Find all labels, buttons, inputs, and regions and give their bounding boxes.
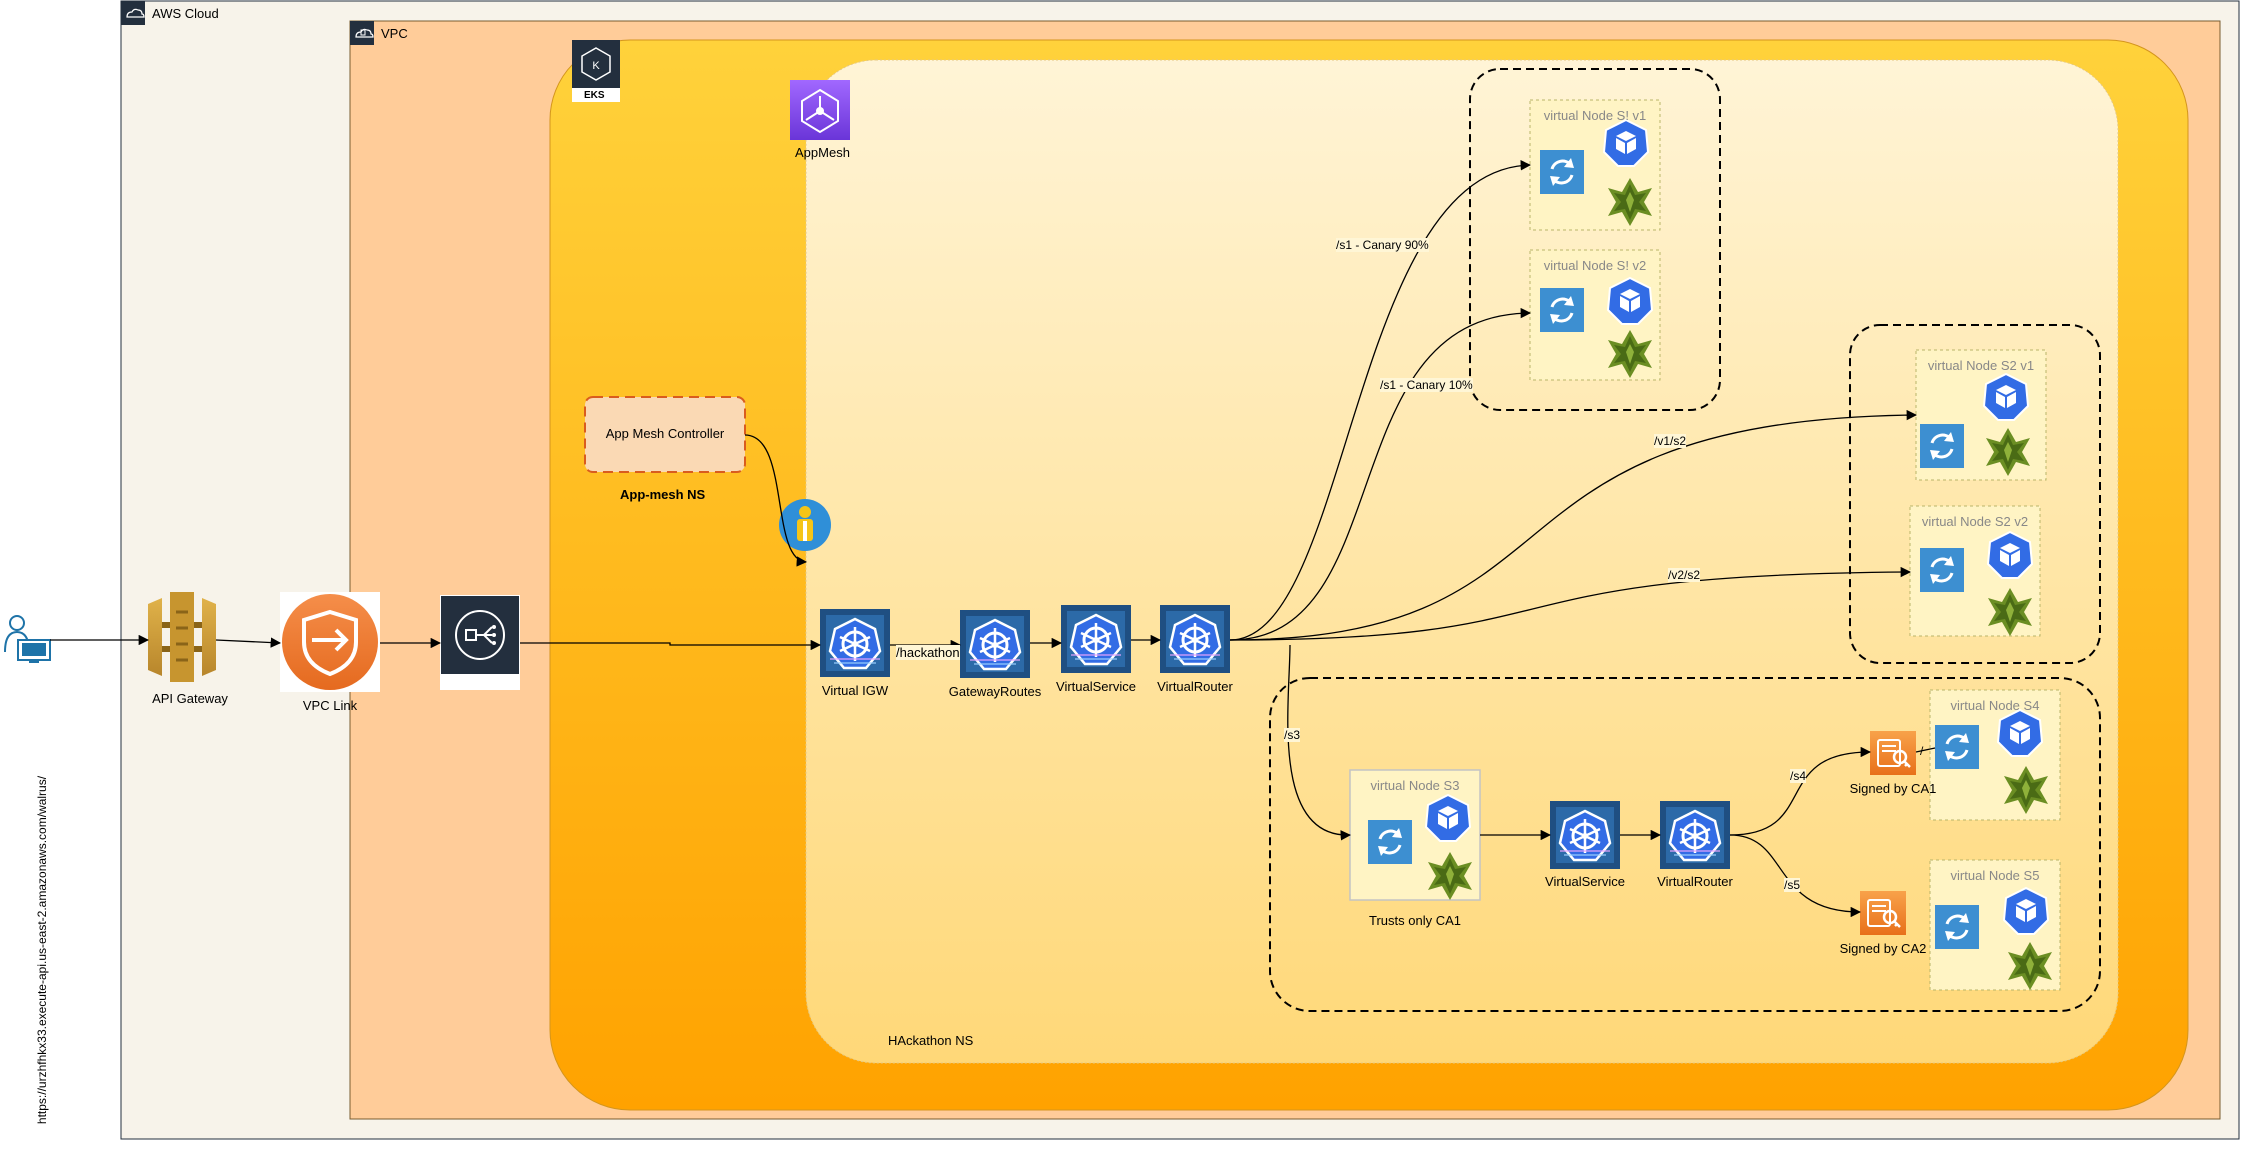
vpc-link-icon[interactable] [280,592,380,692]
node-s1v1-label: virtual Node S! v1 [1543,108,1647,123]
appmesh-icon [790,80,850,140]
s3-virtual-router-icon[interactable] [1658,799,1732,871]
route-v2-s2: /v2/s2 [1668,568,1701,582]
connectors [50,160,1936,918]
api-gateway-icon[interactable] [148,592,216,682]
app-mesh-controller-label: App Mesh Controller [605,426,725,441]
node-s5-label: virtual Node S5 [1950,868,2040,883]
virtual-service-label: VirtualService [1056,679,1136,694]
s2-group [1849,324,2101,664]
aws-cloud-label: AWS Cloud [152,6,219,21]
api-url[interactable]: https://urzhfhkx33.execute-api.us-east-2… [35,775,49,1125]
virtual-router-icon[interactable] [1158,603,1232,675]
s3-virtual-service-icon[interactable] [1548,799,1622,871]
service-account-icon [779,499,831,551]
api-gateway-label: API Gateway [152,691,228,706]
gateway-routes-icon[interactable] [958,608,1032,680]
route-s4: /s4 [1790,769,1807,783]
eks-label: EKS [584,90,605,101]
signed-by-ca1-label: Signed by CA1 [1849,781,1937,796]
node-s2v2-label: virtual Node S2 v2 [1921,514,2029,529]
route-s3: /s3 [1284,728,1301,742]
node-s4-label: virtual Node S4 [1950,698,2040,713]
route-s1-canary-10: /s1 - Canary 10% [1380,378,1473,392]
route-v1-s2: /v1/s2 [1654,434,1687,448]
vpc-link-label: VPC Link [302,698,358,713]
s3-virtual-service-label: VirtualService [1545,874,1625,889]
node-s3-label: virtual Node S3 [1370,778,1460,793]
cloud-icon [126,8,145,18]
route-s5: /s5 [1784,878,1801,892]
route-s1-canary-90: /s1 - Canary 90% [1336,238,1429,252]
user-icon[interactable] [4,615,51,663]
app-mesh-ns-label: App-mesh NS [620,487,706,502]
route-hackathon: /hackathon [896,645,960,660]
cert-ca1-icon[interactable] [1868,729,1918,777]
s1-group [1469,68,1721,411]
appmesh-label: AppMesh [795,145,850,160]
virtual-service-icon[interactable] [1059,603,1133,675]
hackathon-namespace [805,59,2119,1064]
vpc-label: VPC [381,26,408,41]
eks-icon: K [572,40,620,102]
internal-nlb-label: Internal NLB [449,673,511,685]
s3-group [1269,677,2101,1012]
node-s1v2-label: virtual Node S! v2 [1543,258,1647,273]
cert-ca2-icon[interactable] [1858,889,1908,937]
node-s2v1-label: virtual Node S2 v1 [1927,358,2035,373]
virtual-igw-label: Virtual IGW [821,683,889,698]
gateway-routes-label: GatewayRoutes [948,684,1042,699]
s3-virtual-router-label: VirtualRouter [1657,874,1733,889]
virtual-router-label: VirtualRouter [1157,679,1233,694]
hackathon-ns-label: HAckathon NS [888,1033,974,1048]
internal-nlb-icon[interactable] [440,595,520,690]
virtual-igw-icon[interactable] [818,607,892,679]
svg-text:K: K [592,60,600,72]
route-slash: / [1920,744,1924,758]
trusts-only-ca1-label: Trusts only CA1 [1369,913,1461,928]
signed-by-ca2-label: Signed by CA2 [1839,941,1927,956]
